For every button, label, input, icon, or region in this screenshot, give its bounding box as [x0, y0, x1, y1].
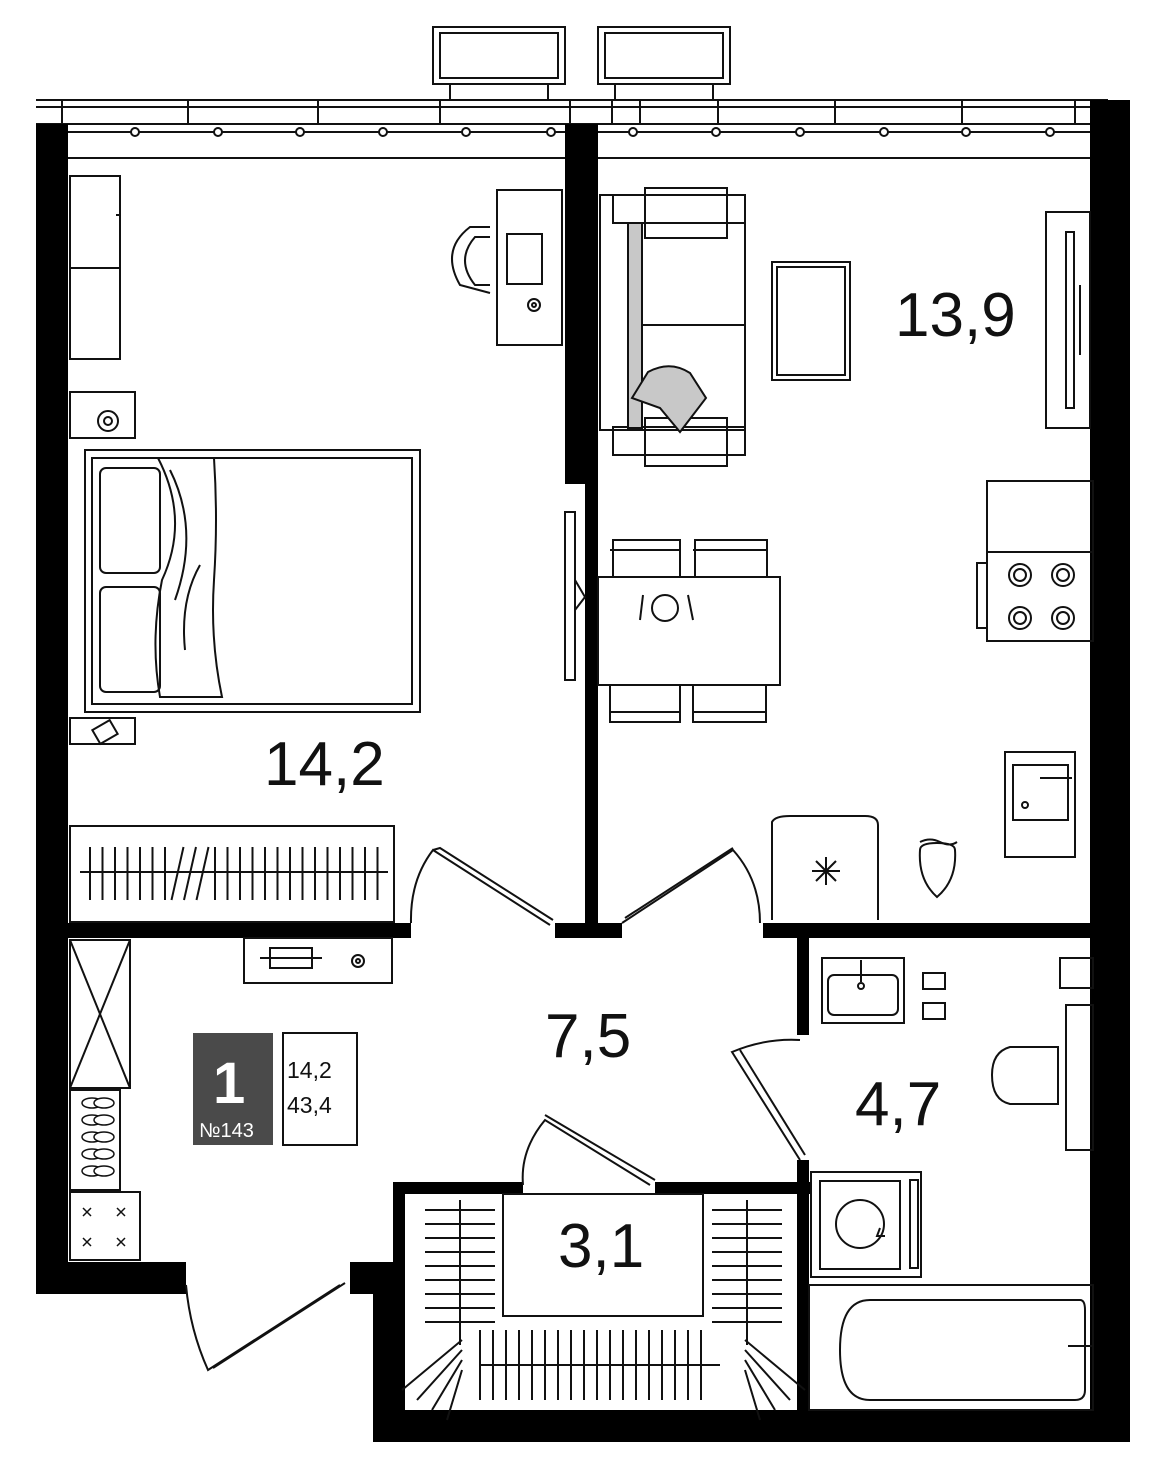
hallway-furniture [69, 937, 393, 1261]
bathroom-fixtures [808, 957, 1094, 1411]
room-labels: 14,2 13,9 7,5 4,7 3,1 [264, 281, 1016, 1281]
room-area-living-kitchen: 13,9 [895, 281, 1016, 350]
total-area: 43,4 [287, 1092, 332, 1118]
rooms-count: 1 [213, 1051, 245, 1116]
wardrobe-hangers [89, 846, 379, 901]
living-furniture [597, 187, 1094, 920]
room-area-bathroom: 4,7 [855, 1070, 941, 1139]
closet-hangers [401, 1200, 806, 1421]
doors [185, 511, 806, 1372]
apartment-info: 1 №143 14,2 43,4 [193, 1032, 358, 1146]
shoe-rack [81, 1097, 115, 1177]
ottoman [82, 1207, 126, 1247]
walls [36, 100, 1130, 1442]
wardrobe-closet [401, 1193, 806, 1421]
room-area-wardrobe: 3,1 [558, 1212, 644, 1281]
apartment-number: №143 [199, 1120, 254, 1142]
railing-posts [61, 100, 1076, 137]
living-area: 14,2 [287, 1057, 332, 1083]
rooms-badge [193, 1033, 273, 1145]
room-area-hallway: 7,5 [545, 1002, 631, 1071]
bedroom-furniture [69, 175, 563, 923]
room-area-bedroom: 14,2 [264, 730, 385, 799]
